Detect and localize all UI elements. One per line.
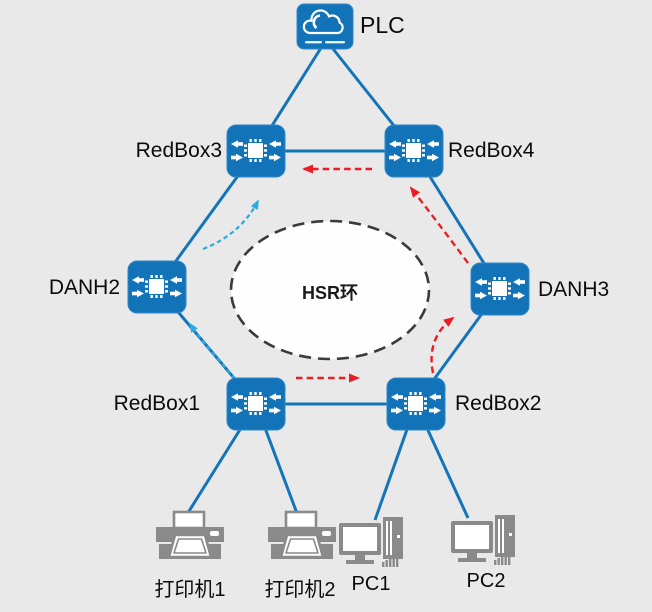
redbox2-node	[386, 377, 446, 431]
redbox1-label: RedBox1	[113, 392, 200, 415]
red-flow-arrow-right-lower	[430, 316, 455, 374]
printer2-icon	[262, 510, 342, 566]
hsr-ring-label: HSR环	[301, 283, 358, 303]
pc1-icon	[338, 515, 408, 569]
redbox2-switch-icon	[386, 377, 446, 431]
danh2-label: DANH2	[48, 276, 120, 299]
pc1-label: PC1	[351, 573, 391, 595]
redbox1-node	[226, 377, 286, 431]
printer1-icon	[150, 510, 230, 566]
printer2-label: 打印机2	[264, 579, 336, 601]
redbox3-label: RedBox3	[135, 139, 222, 162]
danh2-switch-icon	[127, 260, 187, 314]
pc2-label: PC2	[466, 570, 506, 592]
redbox4-switch-icon	[384, 124, 444, 178]
redbox4-node	[384, 124, 444, 178]
redbox1-switch-icon	[226, 377, 286, 431]
printer2-node	[262, 510, 342, 566]
plc-cloud-icon	[296, 3, 354, 50]
red-flow-arrow-right-upper	[409, 186, 469, 264]
printer1-node	[150, 510, 230, 566]
cyan-flow-arrow-left-upper	[202, 199, 259, 251]
cyan-flow-arrow-left-lower	[188, 322, 236, 380]
redbox3-node	[226, 124, 286, 178]
danh3-switch-icon	[470, 262, 530, 316]
pc2-node	[450, 513, 520, 567]
pc1-node	[338, 515, 408, 569]
redbox4-label: RedBox4	[448, 139, 535, 162]
plc-node	[296, 3, 354, 50]
danh2-node	[127, 260, 187, 314]
printer1-label: 打印机1	[154, 579, 226, 601]
redbox3-switch-icon	[226, 124, 286, 178]
plc-label: PLC	[360, 12, 405, 38]
hsr-ring-ellipse	[229, 219, 431, 361]
danh3-label: DANH3	[538, 278, 610, 301]
pc2-icon	[450, 513, 520, 567]
redbox2-label: RedBox2	[455, 392, 542, 415]
danh3-node	[470, 262, 530, 316]
